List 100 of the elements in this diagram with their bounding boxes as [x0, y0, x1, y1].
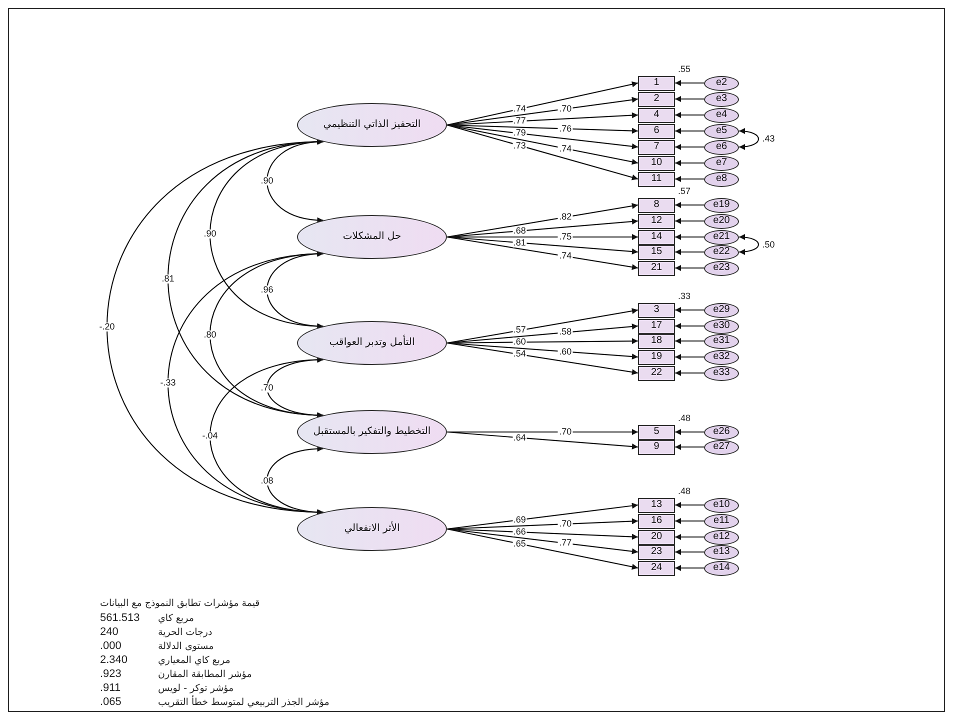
- edge-label: .74: [512, 104, 527, 114]
- error-label: e20: [713, 216, 730, 226]
- error-term-circle: [704, 244, 739, 260]
- edge-label: .70: [260, 383, 274, 392]
- covariance-arrow: [738, 128, 759, 150]
- path-arrow: [675, 323, 704, 329]
- error-label: e14: [713, 563, 730, 573]
- error-term-circle: [704, 440, 739, 454]
- edge-label: -.20: [98, 322, 116, 332]
- error-term-circle: [704, 92, 739, 106]
- error-term-circle: [704, 156, 739, 170]
- indicator-box: [638, 440, 675, 454]
- item-number: 21: [650, 263, 662, 273]
- path-arrow: [675, 112, 704, 118]
- item-number: 13: [650, 500, 662, 510]
- fit-index-name: مؤشر المطابقة المقارن: [158, 668, 252, 680]
- r-squared-value: .48: [678, 486, 691, 496]
- factor-name: الأثر الانفعالي: [344, 523, 400, 535]
- path-arrow: [446, 124, 638, 180]
- item-number: 1: [654, 78, 660, 88]
- path-arrow: [446, 81, 638, 126]
- item-number: 14: [650, 232, 662, 242]
- factor-name: حل المشكلات: [342, 231, 402, 243]
- indicator-box: [638, 230, 675, 244]
- indicator-box: [638, 366, 675, 380]
- indicator-box: [638, 514, 675, 528]
- path-arrow: [675, 429, 704, 435]
- edge-label: .66: [512, 528, 527, 537]
- indicator-box: [638, 198, 675, 212]
- edge-label: .65: [512, 539, 527, 548]
- edge-label: .79: [512, 128, 527, 138]
- path-arrow: [675, 249, 704, 255]
- covariance-arrow: [168, 251, 324, 515]
- error-label: e11: [714, 516, 730, 526]
- path-arrow: [675, 234, 704, 240]
- edge-label: .70: [558, 428, 573, 436]
- item-number: 24: [650, 563, 662, 573]
- error-term-circle: [704, 108, 739, 122]
- indicator-box: [638, 76, 675, 90]
- edge-label: .08: [260, 476, 274, 485]
- indicator-box: [638, 350, 675, 364]
- indicator-box: [638, 544, 675, 560]
- item-number: 16: [650, 516, 662, 526]
- error-label: e2: [716, 78, 728, 88]
- path-arrow: [446, 124, 638, 134]
- path-arrow: [675, 80, 704, 86]
- path-arrow: [675, 128, 704, 134]
- error-term-circle: [704, 530, 739, 544]
- error-label: e23: [713, 263, 730, 273]
- indicator-box: [638, 560, 675, 576]
- edge-label: .75: [558, 232, 573, 242]
- item-number: 7: [654, 142, 660, 152]
- latent-variable-ellipse: [297, 321, 447, 365]
- edge-label: .43: [761, 134, 776, 144]
- edge-label: .69: [512, 515, 527, 524]
- edge-label: .90: [202, 230, 218, 238]
- error-term-circle: [704, 230, 739, 244]
- factor-name: التخطيط والتفكير بالمستقبل: [313, 426, 431, 438]
- edge-label: -.04: [201, 432, 219, 440]
- edge-label: .90: [260, 176, 274, 186]
- error-label: e12: [713, 532, 730, 542]
- edge-label: .70: [558, 104, 573, 114]
- path-arrow: [446, 502, 638, 530]
- error-label: e29: [713, 305, 730, 315]
- item-number: 10: [650, 158, 662, 168]
- item-number: 5: [654, 427, 660, 437]
- item-number: 19: [650, 352, 662, 362]
- indicator-box: [638, 424, 675, 440]
- error-term-circle: [704, 318, 739, 334]
- item-number: 23: [650, 547, 662, 557]
- item-number: 6: [654, 126, 660, 136]
- edge-label: .81: [512, 238, 527, 248]
- item-number: 4: [654, 110, 660, 120]
- indicator-box: [638, 334, 675, 348]
- error-term-circle: [704, 514, 739, 528]
- edge-label: .96: [260, 286, 274, 294]
- error-term-circle: [704, 302, 739, 318]
- error-label: e5: [716, 126, 728, 136]
- item-number: 9: [654, 442, 660, 452]
- path-arrow: [446, 528, 638, 570]
- error-label: e7: [716, 158, 728, 168]
- fit-index-value: .911: [100, 682, 122, 694]
- edge-label: .64: [512, 433, 527, 442]
- path-arrow: [446, 236, 638, 255]
- item-number: 8: [654, 200, 660, 210]
- error-term-circle: [704, 560, 739, 576]
- path-arrow: [446, 218, 638, 238]
- path-arrow: [446, 96, 638, 126]
- error-label: e19: [713, 200, 730, 210]
- item-number: 17: [650, 321, 662, 331]
- item-number: 20: [650, 532, 662, 542]
- indicator-box: [638, 172, 675, 186]
- error-term-circle: [704, 76, 739, 90]
- fit-index-value: .923: [100, 668, 122, 680]
- edge-label: .74: [558, 144, 573, 154]
- error-term-circle: [704, 350, 739, 364]
- fit-index-value: .065: [100, 696, 122, 708]
- item-number: 22: [650, 368, 662, 378]
- error-label: e10: [713, 500, 730, 510]
- edge-label: .74: [558, 252, 573, 261]
